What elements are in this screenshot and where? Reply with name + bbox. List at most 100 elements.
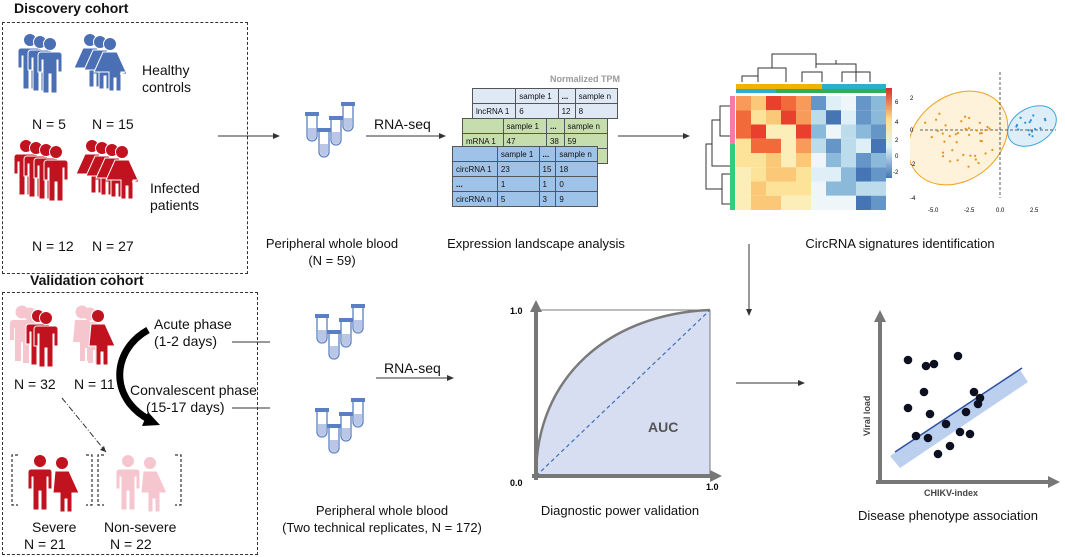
pca-xtick-1: -5.0 xyxy=(928,208,939,214)
heatmap-cell xyxy=(856,96,871,111)
heatmap-cell xyxy=(736,153,751,168)
validation-n-men: N = 32 xyxy=(14,376,56,392)
heatmap-cell xyxy=(826,153,841,168)
healthy-label-line2: controls xyxy=(142,79,192,95)
validation-cohort-box xyxy=(2,292,258,555)
phenotype-point xyxy=(973,399,983,409)
phenotype-point xyxy=(955,427,965,437)
time-curve-arrow xyxy=(116,326,152,424)
heatmap-cell xyxy=(766,153,781,168)
validation-people-icons xyxy=(10,305,270,513)
heatmap-cell xyxy=(856,167,871,182)
roc-origin: 0.0 xyxy=(510,478,523,488)
phenotype-point xyxy=(903,403,913,413)
pca-point-infected xyxy=(978,132,982,135)
blood-tubes-acute xyxy=(315,304,365,359)
pca-point-infected xyxy=(963,115,967,118)
infected-label-line2: patients xyxy=(150,197,200,213)
roc-x-end: 1.0 xyxy=(706,482,719,492)
n-infected-women: N = 27 xyxy=(92,238,134,254)
pca-ellipse-healthy xyxy=(1007,105,1057,147)
heatmap-cell xyxy=(751,153,766,168)
heatmap-cell xyxy=(841,96,856,111)
heatmap-cell xyxy=(841,138,856,153)
discovery-cohort-box xyxy=(2,22,248,274)
roc-auc-label: AUC xyxy=(648,419,678,435)
roc-curve xyxy=(534,308,711,477)
severe-n: N = 21 xyxy=(24,536,66,552)
blood-tubes-convalescent xyxy=(315,398,365,453)
nonsevere-n: N = 22 xyxy=(110,536,152,552)
split-arrow-head xyxy=(100,446,106,452)
heatmap-cell xyxy=(751,124,766,139)
pca-point-infected xyxy=(934,118,938,121)
heatmap-cell xyxy=(736,124,751,139)
heatmap-cell xyxy=(781,96,796,111)
n-infected-men: N = 12 xyxy=(32,238,74,254)
pca-point-infected xyxy=(978,121,981,124)
pca-point-healthy xyxy=(1030,130,1034,133)
pca-xtick-4: 2.5 xyxy=(1030,208,1039,214)
pca-point-infected xyxy=(984,129,987,132)
heatmap-cell xyxy=(811,96,826,111)
heatmap-cell xyxy=(826,138,841,153)
pca-point-infected xyxy=(964,127,967,130)
pca-point-infected xyxy=(941,155,945,158)
heatmap-cell xyxy=(796,96,811,111)
expression-label: Expression landscape analysis xyxy=(447,236,625,251)
rnaseq-bottom-label: RNA-seq xyxy=(384,360,441,376)
heatmap-cell xyxy=(871,195,886,210)
heatmap-cell xyxy=(841,110,856,125)
heatmap-cell xyxy=(766,167,781,182)
heatmap-cell xyxy=(781,138,796,153)
pca-xtick-2: -2.5 xyxy=(964,208,975,214)
heatmap-cell xyxy=(841,167,856,182)
roc-diagonal xyxy=(535,309,711,477)
heatmap-cell xyxy=(841,181,856,196)
time-curve-arrow-head xyxy=(142,412,160,426)
heatmap-cell xyxy=(751,138,766,153)
heatmap-cell xyxy=(766,181,781,196)
phenotype-ylabel: Viral load xyxy=(862,396,872,436)
heatmap-cell xyxy=(751,167,766,182)
pca-point-infected xyxy=(941,151,945,154)
phenotype-xlabel: CHIKV-index xyxy=(924,488,978,496)
pca-point-infected xyxy=(949,160,952,163)
n-healthy-women: N = 15 xyxy=(92,116,134,132)
pca-point-infected xyxy=(954,133,957,136)
heatmap-cell xyxy=(871,110,886,125)
pca-plot: -5.0 -2.5 0.0 2.5 2 0 -2 -4 xyxy=(910,72,1057,214)
pca-point-infected xyxy=(924,121,927,124)
heatmap-cell xyxy=(796,167,811,182)
heatmap-cell xyxy=(811,181,826,196)
heatmap-cell xyxy=(841,124,856,139)
pca-points xyxy=(924,112,1047,168)
split-arrow-line xyxy=(61,397,107,453)
phenotype-point xyxy=(923,433,933,443)
pca-point-healthy xyxy=(1043,117,1047,120)
heatmap-cell xyxy=(811,195,826,210)
pca-point-infected xyxy=(938,112,941,115)
pca-point-infected xyxy=(944,124,947,127)
pca-point-infected xyxy=(941,132,944,135)
heatmap-cell xyxy=(751,195,766,210)
heatmap-cell xyxy=(871,138,886,153)
pca-point-infected xyxy=(955,141,958,144)
pca-point-infected xyxy=(967,127,971,130)
heatmap-cell xyxy=(811,110,826,125)
blood-top-line2: (N = 59) xyxy=(308,253,356,268)
pca-ellipse-infected xyxy=(910,90,1009,186)
pca-point-healthy xyxy=(1031,135,1034,138)
heatmap-cells xyxy=(736,96,886,210)
heatmap-cell xyxy=(781,124,796,139)
phenotype-points xyxy=(903,351,985,459)
heatmap-cell xyxy=(781,153,796,168)
heatmap-cell xyxy=(796,195,811,210)
heatmap-cell xyxy=(766,96,781,111)
heatmap-cell xyxy=(871,96,886,111)
convalescent-line1: Convalescent phase xyxy=(130,382,257,398)
heatmap-cell xyxy=(736,138,751,153)
pca-point-healthy xyxy=(1029,119,1032,122)
scale-tick-0: 0 xyxy=(895,154,899,160)
heatmap-cell xyxy=(796,124,811,139)
